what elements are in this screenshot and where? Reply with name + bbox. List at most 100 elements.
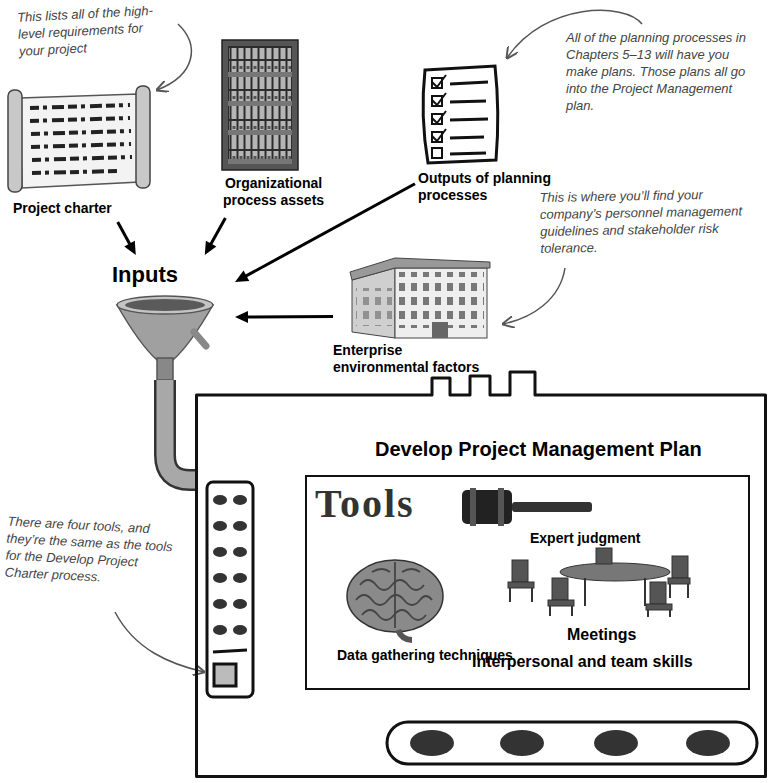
meeting-icon [596, 548, 612, 564]
arrow-head [235, 311, 248, 323]
building-icon [432, 322, 448, 338]
meeting-icon [669, 610, 671, 617]
funnel-icon [117, 296, 213, 380]
meeting-icon [510, 584, 688, 617]
building-icon [350, 258, 490, 280]
node-label: Develop Project Management Plan [375, 437, 702, 461]
arrow-head [124, 241, 136, 255]
control-panel [213, 625, 227, 635]
meeting-icon [509, 588, 511, 602]
building-icon [356, 288, 392, 326]
meeting-icon [552, 578, 568, 600]
conveyor-belt [594, 730, 638, 756]
conveyor-belt [686, 730, 730, 756]
brain-icon [347, 560, 443, 632]
control-panel [213, 599, 227, 609]
bookshelf-icon [229, 135, 291, 159]
scroll-icon [32, 157, 132, 160]
bookshelf-icon [229, 48, 291, 72]
scroll-icon [31, 131, 131, 134]
control-panel [233, 625, 247, 635]
scroll-icon [136, 86, 150, 188]
arrow-line [209, 218, 226, 248]
checklist-icon [450, 82, 488, 84]
checklist-icon [450, 82, 488, 154]
checklist-icon [423, 66, 498, 163]
conveyor-belt [387, 722, 757, 764]
connector [205, 218, 226, 255]
factory-outline [195, 370, 767, 778]
node-label: Enterprise environmental factors [333, 342, 498, 376]
bookshelf-icon [229, 106, 291, 130]
checklist-icon [450, 119, 488, 120]
meeting-icon [508, 582, 534, 588]
leader-line [115, 612, 204, 672]
scroll-icon [30, 118, 130, 121]
bookshelf-icon [228, 46, 292, 164]
funnel-icon [157, 358, 173, 380]
checklist-icon [432, 148, 442, 158]
meeting-icon [668, 578, 690, 584]
tool-item: Expert judgment [530, 530, 670, 552]
building-icon [350, 258, 490, 338]
funnel-icon [194, 332, 206, 346]
node-label: Organizational process assets [215, 175, 332, 209]
brain-icon [347, 560, 443, 640]
control-panel [213, 495, 227, 505]
brain-icon [362, 610, 426, 620]
meeting-icon [687, 584, 689, 598]
input-item: Project charter [5, 88, 157, 222]
meeting-icon [585, 578, 645, 606]
funnel-icon [125, 299, 205, 311]
callout-note: This is where you’ll find your company’s… [539, 186, 762, 257]
meeting-icon [571, 606, 573, 616]
connector [235, 311, 333, 323]
conveyor-belt [410, 730, 454, 756]
arrow-line [243, 315, 333, 319]
leader-line [157, 24, 191, 90]
control-panel [233, 599, 247, 609]
control-panel [207, 482, 253, 697]
meeting-icon [549, 606, 551, 616]
control-panel [213, 650, 247, 652]
scroll-icon [30, 105, 130, 108]
connector [118, 222, 136, 255]
meeting-icon [669, 584, 671, 598]
meeting-icon [584, 578, 586, 606]
scroll-icon [30, 105, 132, 173]
meeting-icon [512, 560, 528, 582]
connector [165, 380, 197, 480]
control-panel [233, 573, 247, 583]
control-panel [213, 573, 227, 583]
brain-icon [356, 595, 432, 605]
pipe-outline [165, 380, 197, 480]
tool-item: Data gathering techniques [337, 647, 471, 687]
meeting-icon [644, 578, 646, 606]
node-label: Expert judgment [530, 530, 640, 547]
checklist-icon [450, 101, 486, 102]
tools-box: ToolsExpert judgmentData gathering techn… [305, 475, 750, 690]
conveyor-belt [500, 730, 544, 756]
control-panel [233, 495, 247, 505]
arrow-head [205, 241, 217, 255]
bookshelf-icon [228, 72, 292, 77]
brain-icon [372, 569, 420, 572]
control-panel [207, 482, 253, 697]
gavel-icon [512, 502, 592, 512]
input-item: Organizational process assets [215, 38, 336, 218]
tool-item: Meetings [567, 625, 657, 649]
callout-note: All of the planning processes in Chapter… [566, 30, 761, 114]
node-label: Interpersonal and team skills [472, 652, 693, 671]
process-factory: Develop Project Management PlanToolsExpe… [195, 370, 767, 778]
gavel-icon [462, 490, 512, 524]
node-label: Data gathering techniques [337, 647, 467, 664]
control-panel [233, 547, 247, 557]
meeting-icon [508, 548, 690, 610]
leader-line [503, 268, 565, 324]
meeting-icon [548, 600, 574, 606]
node-label: Inputs [112, 262, 178, 288]
bookshelf-icon [222, 40, 298, 170]
node-label: Project charter [13, 200, 153, 217]
checklist-icon [450, 153, 486, 154]
control-panel [233, 521, 247, 531]
